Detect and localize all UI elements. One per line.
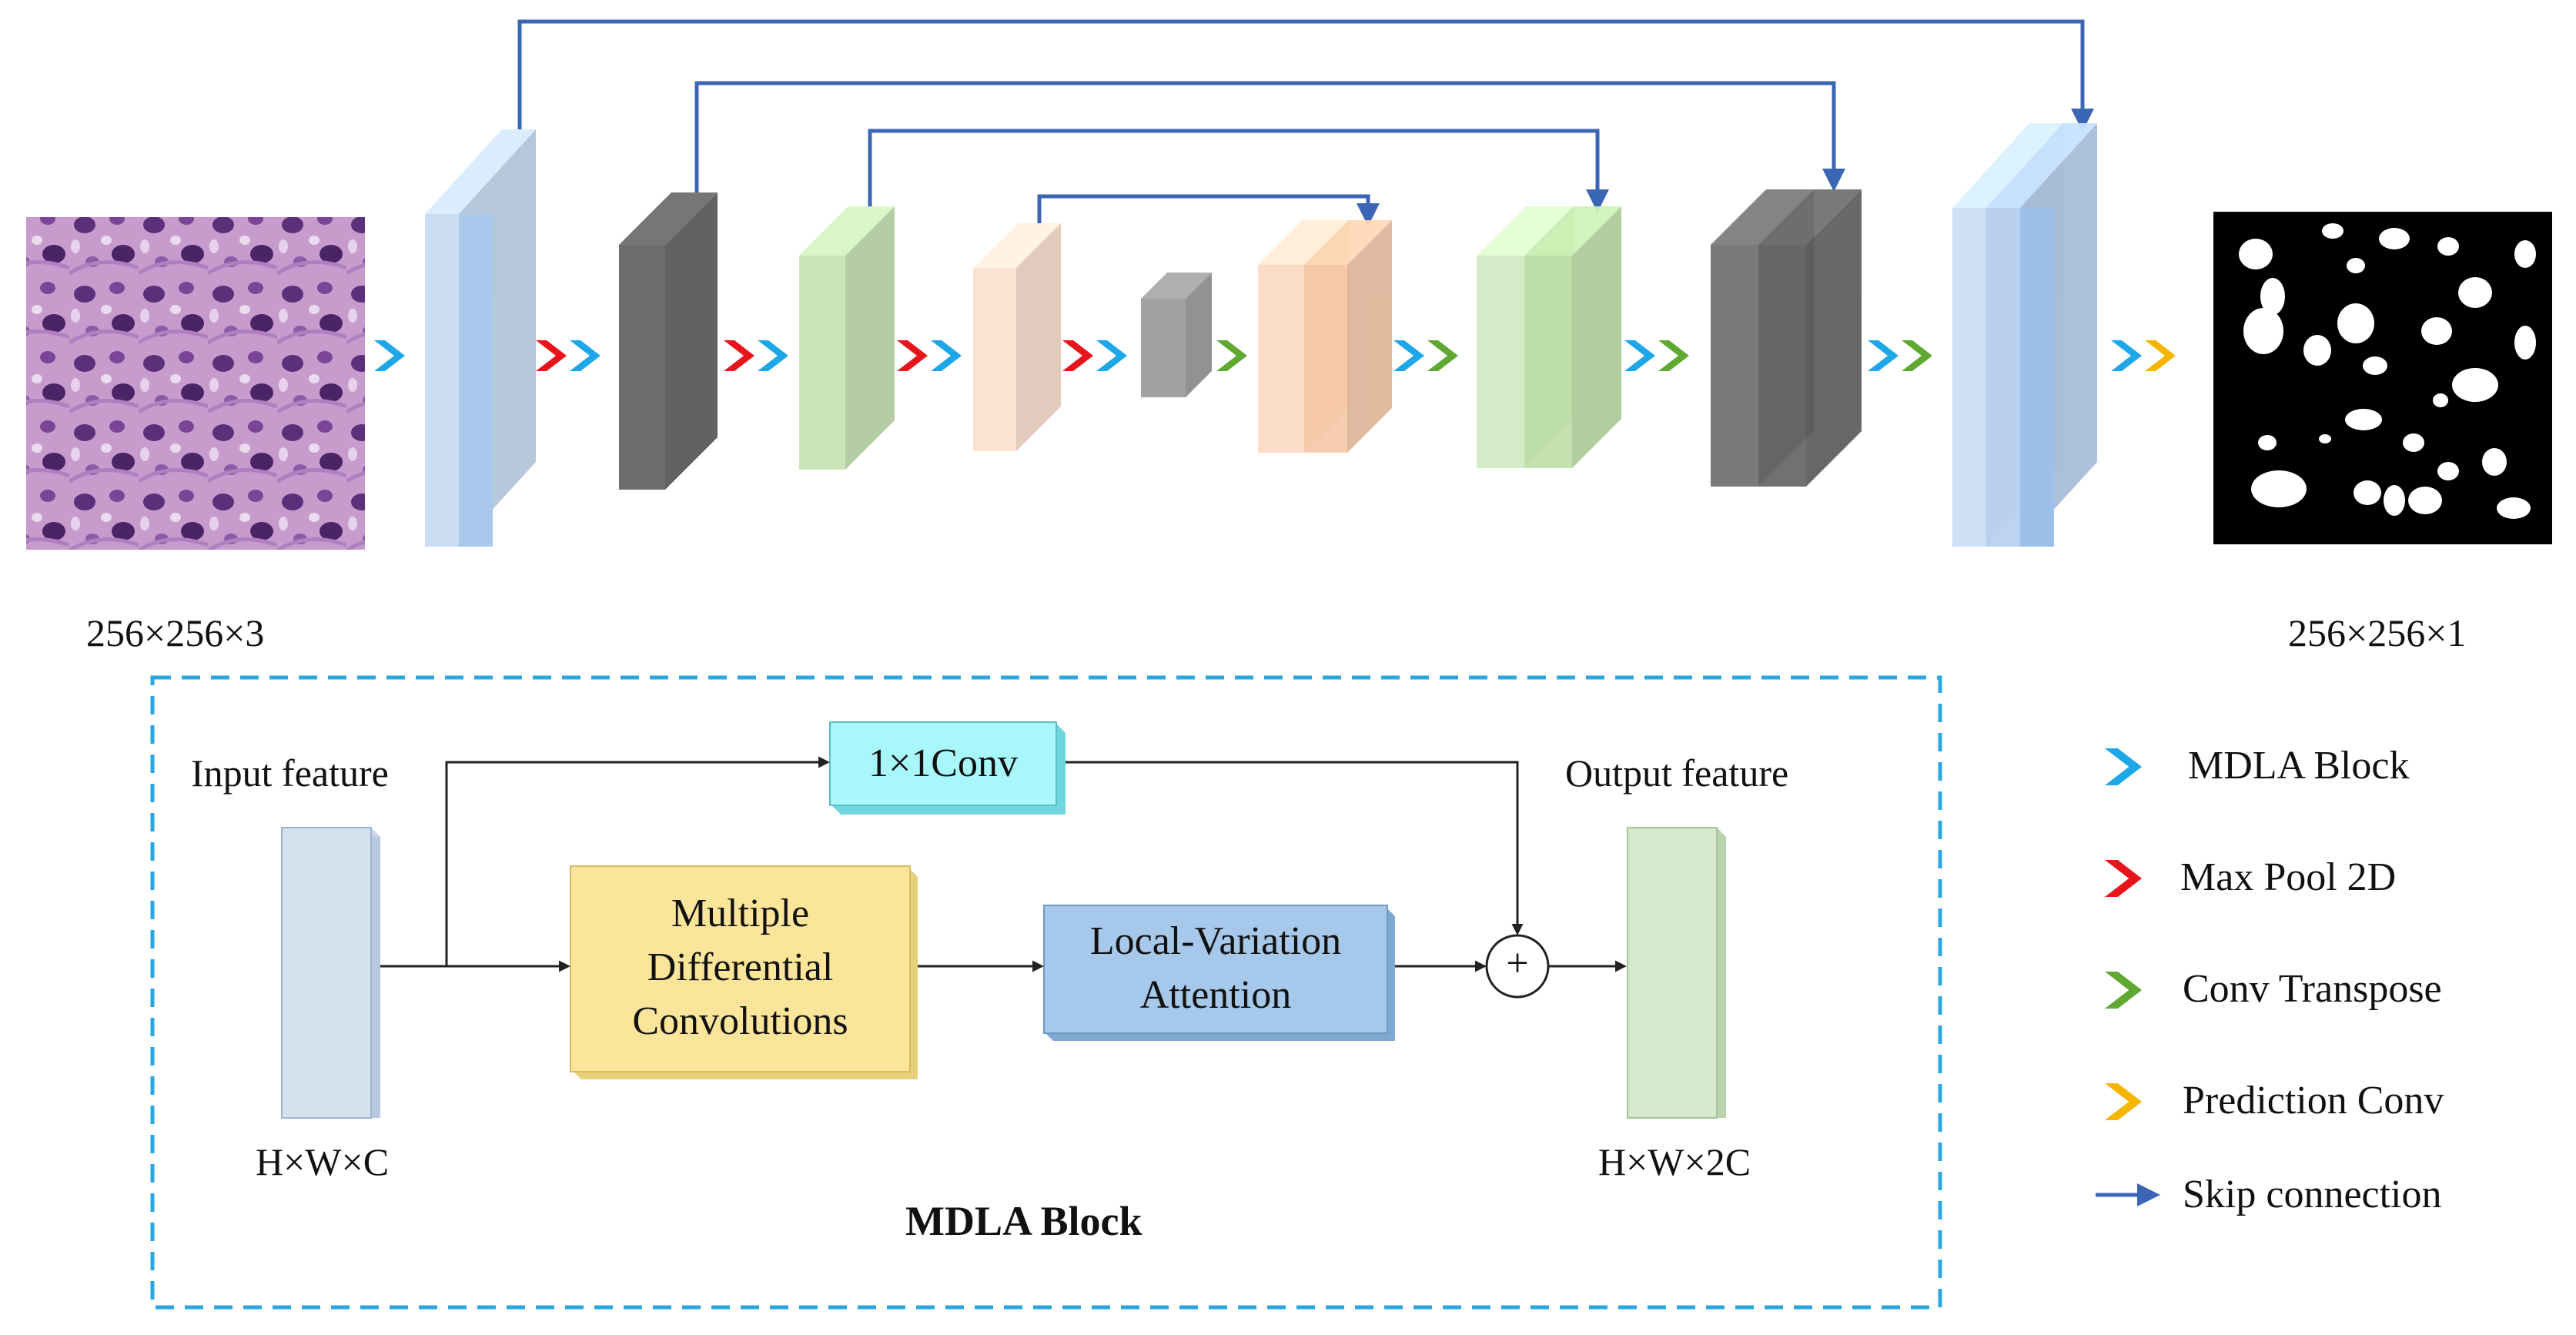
input-dim-label: H×W×C [256,1140,390,1183]
chevron-stage1-0 [536,340,567,371]
output-feature-label: Output feature [1565,751,1789,795]
chevron-stage3-0 [897,340,928,371]
legend-skip-label: Skip connection [2183,1173,2442,1216]
chevron-up1-0 [1393,340,1424,371]
mdla-block-internals [281,721,1726,1119]
input-feature-block [281,827,380,1119]
legend-convt-chevron [2105,972,2142,1009]
output-size-label: 256×256×1 [2288,611,2467,654]
chevron-stage4-1 [1096,340,1127,371]
chevron-stage2-0 [724,340,754,371]
lva-label-line2: Attention [1139,973,1292,1017]
output-dim-label: H×W×2C [1598,1140,1751,1183]
legend-maxpool-chevron [2105,860,2142,897]
chevron-up2-1 [1658,340,1689,371]
chevron-stage4-0 [1062,340,1093,371]
mdc-label-line3: Convolutions [632,999,848,1043]
sum-symbol: + [1506,942,1529,985]
layer-dec4c [2020,208,2054,547]
layer-enc3 [799,206,895,470]
chevron-bottleneck-convt [1216,340,1247,371]
legend-maxpool-label: Max Pool 2D [2180,855,2397,899]
legend [2096,748,2160,1206]
input-size-label: 256×256×3 [86,611,265,654]
legend-pred-chevron [2105,1083,2142,1120]
chevron-stage1-1 [570,340,601,371]
mdc-block [570,865,918,1079]
chevron-up2-0 [1624,340,1655,371]
chevron-up3-1 [1902,340,1932,371]
conv1x1-label: 1×1Conv [868,741,1018,785]
layer-dec1b [1304,220,1392,453]
block-connectors [380,756,1627,972]
legend-mdla-label: MDLA Block [2188,744,2410,788]
legend-convt-label: Conv Transpose [2183,967,2442,1011]
skip-connections [517,19,2094,226]
mdla-block-frame [150,675,1942,1310]
network-layers [425,123,2097,547]
legend-mdla-chevron [2105,748,2142,785]
chevron-stage2-1 [758,340,788,371]
chevron-up3-0 [1868,340,1899,371]
layer-dec3b [1758,189,1862,487]
layer-dec2b [1524,206,1621,468]
conv1x1-block [829,721,1066,815]
chevron-out-1 [2145,340,2176,371]
operation-chevrons [374,340,2176,371]
mdc-label-line1: Multiple [671,892,810,935]
output-mask [2213,212,2552,544]
chevron-mdla [374,340,405,371]
layer-enc4 [973,223,1061,451]
layer-enc1-front [459,214,493,547]
chevron-up1-1 [1427,340,1458,371]
lva-block [1043,905,1395,1041]
output-feature-block [1627,827,1726,1119]
chevron-out-0 [2111,340,2142,371]
layer-bottleneck [1141,273,1212,397]
layer-enc2 [619,192,718,490]
input-image [26,217,365,550]
mdla-block-title: MDLA Block [905,1198,1142,1244]
input-feature-label: Input feature [191,751,389,795]
chevron-stage3-1 [931,340,962,371]
lva-label-line1: Local-Variation [1089,919,1342,963]
mdc-label-line2: Differential [647,945,834,989]
legend-pred-label: Prediction Conv [2183,1079,2444,1123]
